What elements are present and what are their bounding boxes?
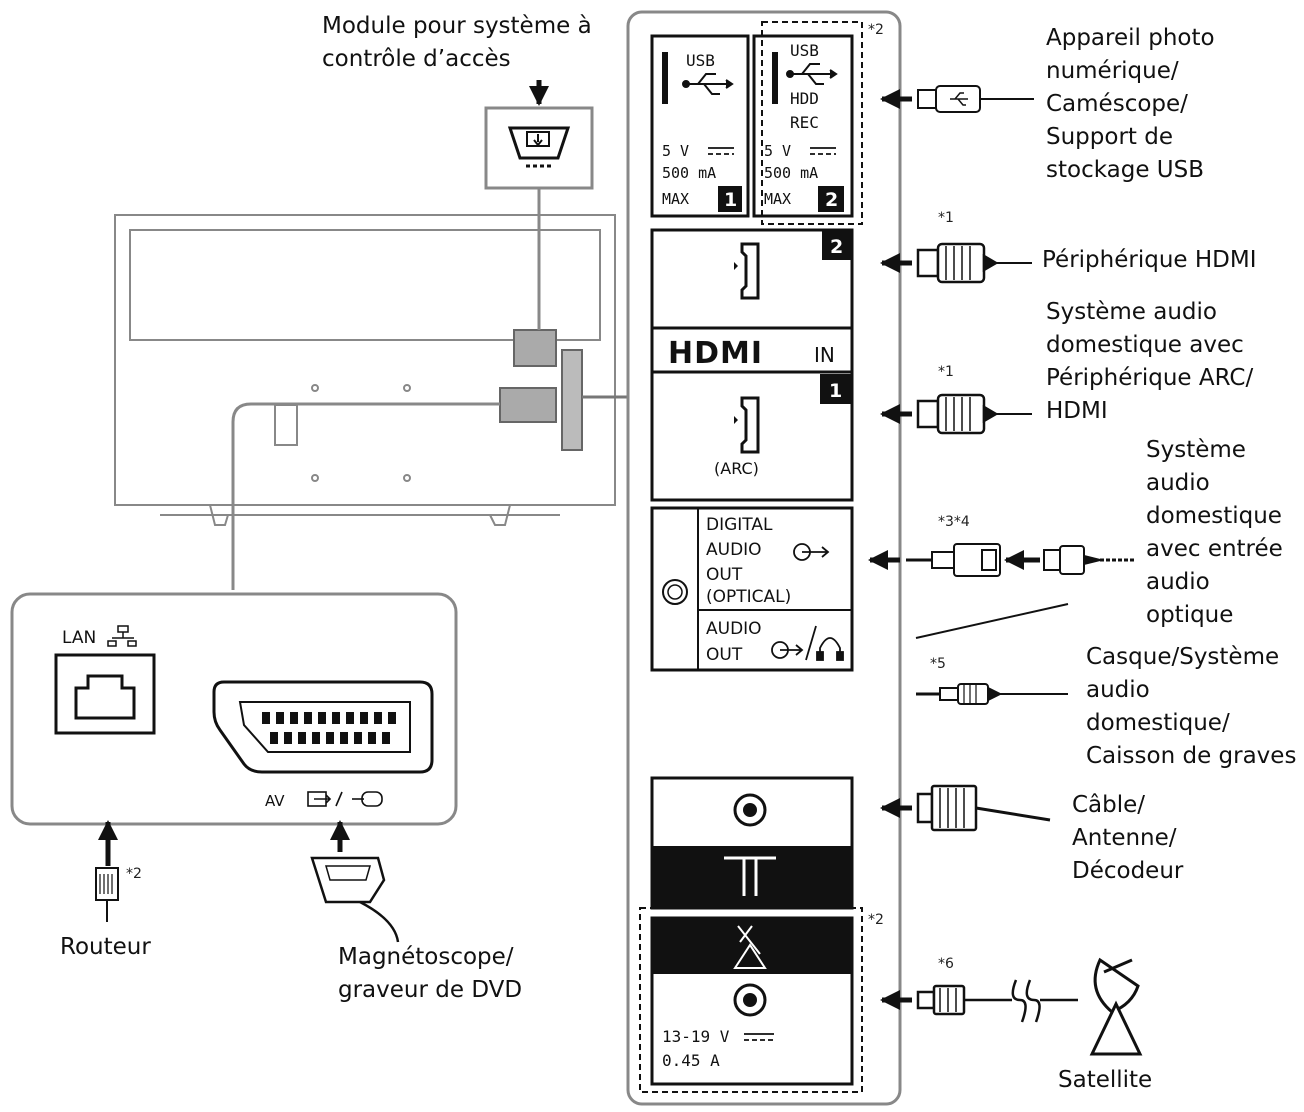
usb2-label: USB [790, 41, 819, 60]
usb2-rec: REC [790, 113, 819, 132]
note-satellite-cable: *6 [938, 956, 954, 972]
satellite-dish-icon [1089, 957, 1143, 1056]
optical-plug-icon [1043, 545, 1136, 575]
satellite-cable-icon [916, 979, 1078, 1023]
scart-port [212, 680, 434, 774]
tv-side-port-block [513, 329, 557, 367]
note-hdmi2: *1 [938, 210, 954, 226]
tv-rear-view [114, 214, 616, 526]
note-hdmi1: *1 [938, 364, 954, 380]
usb2-voltage: 5 V [764, 142, 791, 160]
hdmi1-port [734, 396, 760, 454]
av-in-out-icon [307, 791, 383, 807]
label-router: Routeur [60, 934, 151, 960]
hdmi-cable-icon-2 [916, 393, 1032, 435]
note-router: *2 [126, 866, 142, 882]
sat-voltage: 13-19 V [662, 1027, 730, 1046]
usb2-current: 500 mA [764, 164, 818, 182]
audio-output-icon [793, 543, 830, 561]
rj45-plug-icon [95, 867, 119, 922]
hdmi1-number: 1 [829, 380, 842, 402]
side-connector-panel: USB 5 V 500 mA MAX 1 USB HDD REC 5 V 500… [626, 10, 902, 1106]
sat-current: 0.45 A [662, 1051, 720, 1070]
audio-out-line2: OUT [706, 645, 743, 665]
tv-rear-port-block [499, 387, 557, 423]
usb-cable-icon [917, 85, 1034, 113]
digital-audio-line2: AUDIO [706, 540, 762, 560]
arc-label: (ARC) [714, 459, 759, 478]
network-icon [107, 625, 137, 647]
audio-headphone-icon [771, 625, 844, 661]
coax-plug-icon [916, 784, 1051, 832]
headphone-plug-icon [916, 683, 1068, 705]
digital-audio-line4: (OPTICAL) [706, 587, 791, 607]
digital-audio-line1: DIGITAL [706, 515, 773, 535]
label-home-audio-optical: Système audio domestique avec entrée aud… [1146, 437, 1283, 628]
antenna-icon [724, 856, 776, 896]
label-satellite: Satellite [1058, 1067, 1153, 1093]
label-vcr: Magnétoscope/ graveur de DVD [338, 944, 523, 1003]
hdmi2-number: 2 [830, 236, 843, 258]
scart-plug-icon [310, 856, 400, 943]
usb1-label: USB [686, 51, 715, 70]
label-headphones: Casque/Système audio domestique/ Caisson… [1086, 644, 1297, 769]
usb1-voltage: 5 V [662, 142, 689, 160]
label-hdmi-device: Périphérique HDMI [1042, 247, 1257, 273]
satellite-port [733, 983, 767, 1017]
usb2-max: MAX [764, 190, 791, 208]
usb1-number: 1 [724, 189, 737, 211]
separator-line [915, 603, 1069, 639]
label-usb-device: Appareil photo numérique/ Caméscope/ Sup… [1046, 25, 1215, 183]
usb2-hdd: HDD [790, 89, 819, 108]
usb2-number: 2 [825, 189, 838, 211]
lan-port [54, 653, 156, 735]
usb1-usb-icon [682, 73, 734, 95]
hdmi-cable-icon-1 [916, 242, 1032, 284]
cam-module-icon [484, 106, 594, 190]
label-access-module: Module pour système à contrôle d’accès [322, 13, 592, 72]
usb2-usb-icon [786, 63, 838, 85]
usb1-current: 500 mA [662, 164, 716, 182]
note-satellite-box: *2 [868, 912, 884, 928]
rear-panel-lan-av: LAN AV [10, 592, 458, 826]
optical-adapter-icon [906, 543, 1001, 577]
digital-audio-line3: OUT [706, 565, 743, 585]
note-headphone: *5 [930, 656, 946, 672]
audio-out-line1: AUDIO [706, 619, 762, 639]
hdmi-in-label: IN [814, 343, 835, 367]
antenna-port [733, 793, 767, 827]
note-usb2: *2 [868, 22, 884, 38]
av-label: AV [265, 792, 285, 810]
hdmi-logo: HDMI [668, 336, 763, 371]
tv-side-panel-strip [561, 349, 583, 451]
label-cable: Câble/ Antenne/ Décodeur [1072, 792, 1184, 884]
label-home-audio-arc: Système audio domestique avec Périphériq… [1046, 299, 1254, 424]
note-optical: *3*4 [938, 514, 970, 530]
usb1-max: MAX [662, 190, 689, 208]
satellite-icon-panel [733, 925, 767, 969]
lan-label: LAN [62, 628, 96, 648]
hdmi2-port [734, 242, 760, 300]
